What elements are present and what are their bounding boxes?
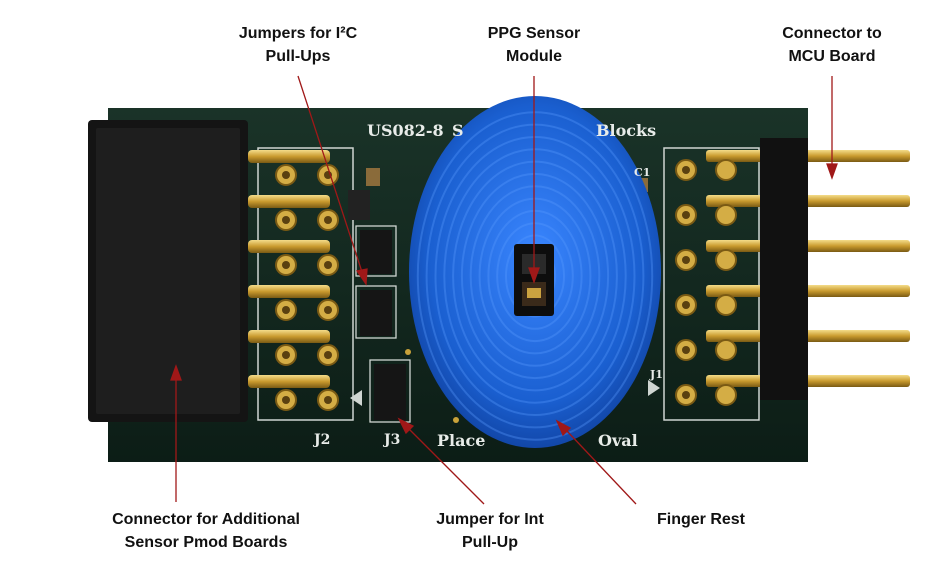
arrow-line-i2c	[297, 75, 363, 273]
callout-jumpers-i2c-line2: Pull-Ups	[265, 48, 331, 65]
callout-ppg-sensor: PPG Sensor Module	[458, 22, 610, 68]
left-pin-hole	[282, 216, 290, 224]
left-pin-row	[248, 150, 339, 411]
finger-rest-rings	[416, 111, 654, 441]
jumper-i2c-3	[360, 290, 392, 336]
right-pin-hole	[682, 391, 690, 399]
callout-jumper-int-line1: Jumper for Int	[436, 511, 544, 528]
finger-rest-ring	[487, 209, 583, 343]
left-pin-hole	[324, 216, 332, 224]
right-pin-hole	[682, 256, 690, 264]
silk-arrow-right	[648, 380, 660, 396]
right-pin-hole	[682, 346, 690, 354]
callout-jumpers-i2c-line1: Jumpers for I²C	[238, 25, 358, 42]
right-pin-pad	[715, 339, 737, 361]
left-pin-bar	[248, 285, 330, 298]
silk-label-j3: J3	[382, 432, 400, 448]
left-pin-hole	[282, 306, 290, 314]
finger-rest-ring	[496, 222, 574, 330]
right-pin-pad	[715, 159, 737, 181]
finger-rest-ring	[434, 136, 636, 416]
silk-text-place: Place	[437, 431, 485, 450]
right-pin-hole	[682, 301, 690, 309]
right-pin-hole	[682, 211, 690, 219]
finger-rest-ring	[425, 123, 645, 429]
left-pin-hole	[324, 351, 332, 359]
finger-rest-ring	[469, 185, 601, 367]
arrow-head-i2c	[355, 268, 368, 286]
silk-label-j1: J1	[649, 368, 663, 381]
mcu-header-housing	[760, 138, 808, 400]
left-pin-bar	[248, 330, 330, 343]
silk-jumper-2	[355, 285, 397, 339]
left-pin-hole	[324, 396, 332, 404]
silk-jumper-int	[369, 359, 411, 423]
callout-jumper-int-line2: Pull-Up	[462, 534, 518, 551]
left-pin-hole	[282, 261, 290, 269]
arrow-line-finger	[565, 429, 637, 505]
callout-jumper-int: Jumper for Int Pull-Up	[410, 508, 570, 554]
right-pin-row	[675, 150, 910, 406]
silk-text-oval: Oval	[598, 431, 638, 450]
pmod-connector-face	[96, 128, 240, 414]
ppg-led-die	[527, 288, 541, 298]
right-pin-pad	[715, 384, 737, 406]
finger-rest-ring	[452, 160, 618, 392]
finger-rest-ring	[478, 197, 592, 355]
arrow-head-int	[397, 417, 415, 435]
callout-finger-rest: Finger Rest	[628, 508, 774, 531]
silk-text-blocks: Blocks	[596, 121, 656, 140]
callout-jumpers-i2c: Jumpers for I²C Pull-Ups	[210, 22, 386, 68]
right-pin-pad	[715, 294, 737, 316]
jumper-i2c-2	[360, 230, 392, 274]
silk-label-c1: C1	[634, 166, 650, 179]
silk-jumper-1	[355, 225, 397, 277]
callout-connector-mcu: Connector to MCU Board	[750, 22, 914, 68]
silk-label-j2: J2	[312, 432, 330, 448]
via-pad	[405, 349, 411, 355]
callout-connector-pmod: Connector for Additional Sensor Pmod Boa…	[76, 508, 336, 554]
right-pin-hole	[682, 166, 690, 174]
left-pin-bar	[248, 195, 330, 208]
arrow-head-ppg	[528, 267, 540, 284]
silk-arrow-left	[350, 390, 362, 406]
arrow-head-pmod	[170, 364, 182, 381]
jumper-i2c-1	[348, 190, 370, 220]
arrow-head-finger	[555, 419, 572, 437]
finger-rest-ring	[460, 172, 610, 380]
silk-part-number: US082-8	[367, 121, 444, 140]
arrow-head-mcu	[826, 163, 838, 180]
via-pad-2	[453, 417, 459, 423]
right-pin-pad	[715, 249, 737, 271]
left-pin-hole	[324, 306, 332, 314]
left-pin-hole	[324, 261, 332, 269]
finger-rest-ring	[416, 111, 654, 441]
callout-connector-mcu-line2: MCU Board	[788, 48, 876, 65]
callout-ppg-sensor-line1: PPG Sensor	[487, 25, 581, 42]
left-pin-hole	[282, 171, 290, 179]
callout-ppg-sensor-line2: Module	[506, 48, 562, 65]
capacitor-small	[366, 168, 380, 186]
callout-finger-rest-line1: Finger Rest	[656, 511, 745, 528]
silk-text-s: S	[452, 121, 464, 140]
callout-connector-mcu-line1: Connector to	[782, 25, 882, 42]
right-pin-pad	[715, 204, 737, 226]
left-pin-bar	[248, 375, 330, 388]
callout-connector-pmod-line1: Connector for Additional	[112, 511, 300, 528]
left-pin-hole	[282, 396, 290, 404]
left-pin-hole	[282, 351, 290, 359]
left-pin-bar	[248, 240, 330, 253]
finger-rest-ring	[443, 148, 627, 404]
jumper-int	[374, 364, 406, 420]
arrow-line-int	[407, 427, 485, 505]
silk-outline-j2	[257, 147, 354, 421]
left-pin-bar	[248, 150, 330, 163]
callout-connector-pmod-line2: Sensor Pmod Boards	[124, 534, 288, 551]
silk-outline-j1	[663, 147, 760, 421]
finger-rest-ring	[505, 234, 565, 318]
